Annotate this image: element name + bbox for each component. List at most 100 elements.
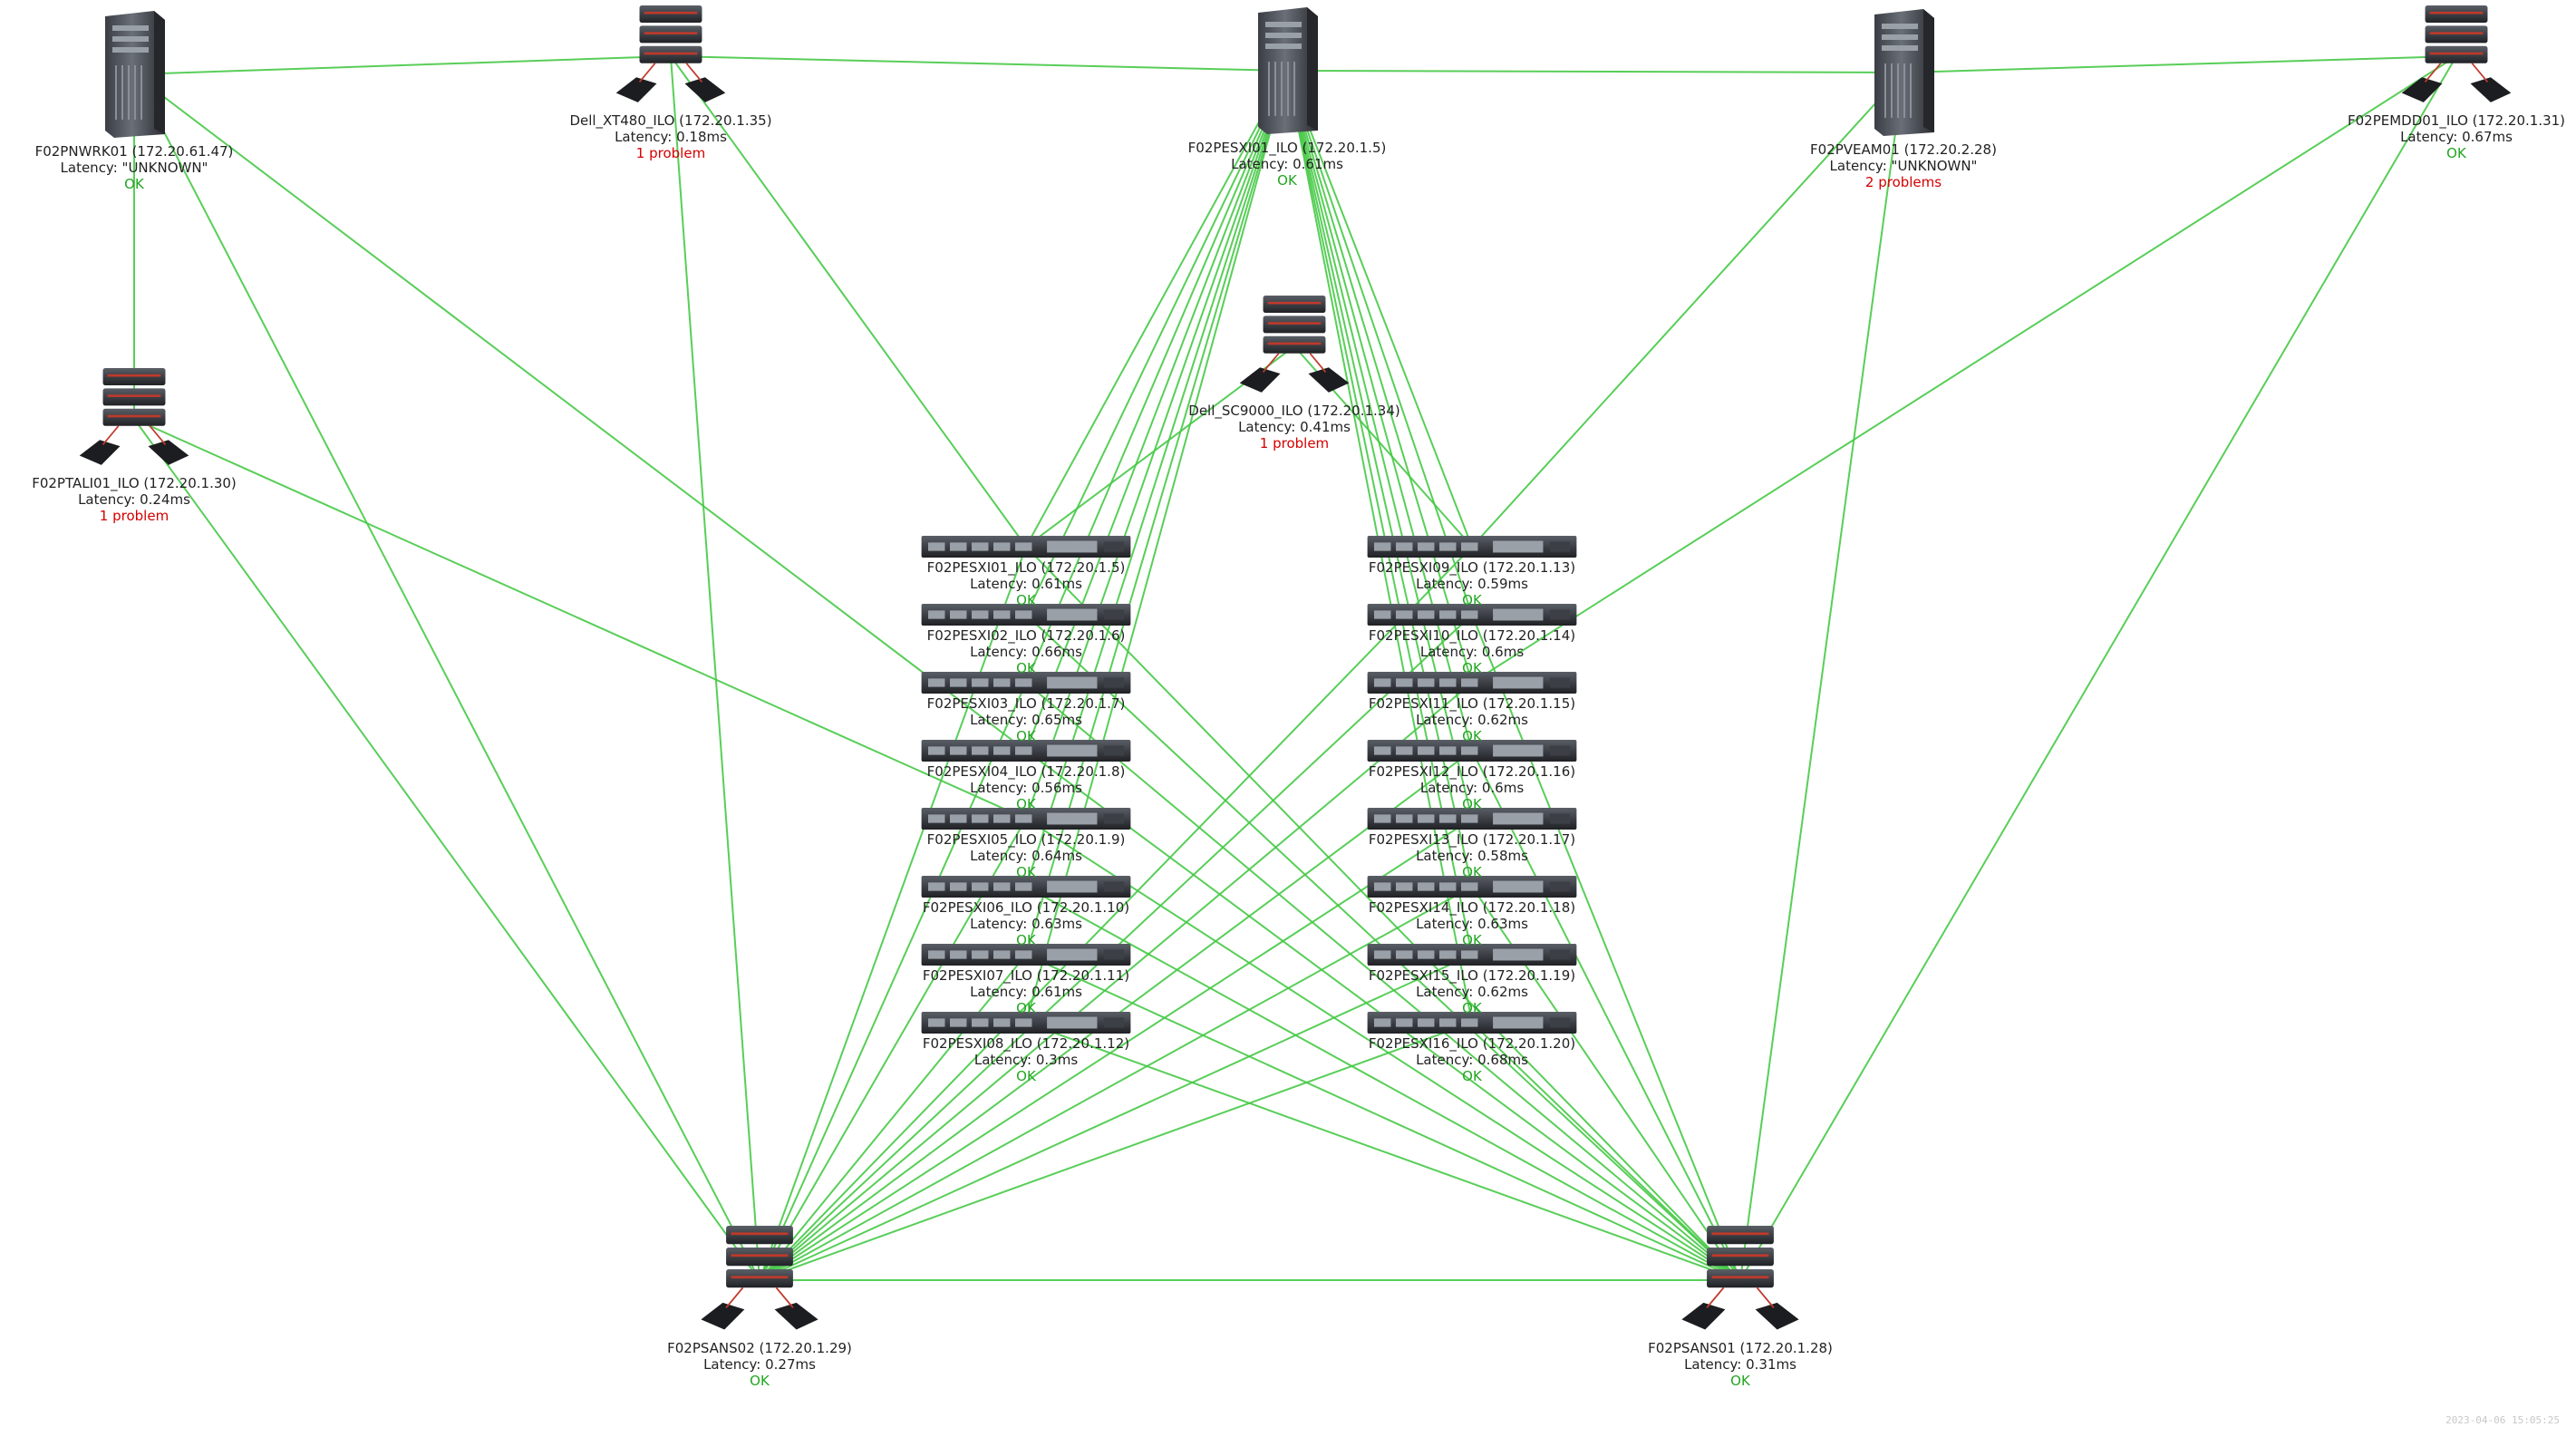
storage-array-icon[interactable] [78, 368, 190, 466]
link-tali-L4 [133, 418, 1027, 820]
node-status: OK [1462, 1068, 1482, 1084]
node-status: OK [1462, 864, 1482, 880]
tower-server-icon[interactable] [1873, 9, 1936, 136]
node-status: OK [1462, 728, 1482, 744]
node-latency: Latency: 0.56ms [970, 780, 1082, 796]
link-esxtop-veam [1286, 70, 1904, 73]
node-latency: Latency: 0.65ms [970, 712, 1082, 728]
node-latency: Latency: 0.61ms [970, 984, 1082, 1000]
node-label[interactable]: Dell_SC9000_ILO (172.20.1.34)Latency: 0.… [1188, 403, 1399, 451]
node-name: Dell_SC9000_ILO (172.20.1.34) [1188, 403, 1400, 419]
node-latency: Latency: 0.6ms [1419, 644, 1525, 660]
link-emdd-R2 [1471, 55, 2457, 684]
node-label[interactable]: F02PESXI12_ILO (172.20.1.16)Latency: 0.6… [1369, 763, 1575, 812]
node-status: OK [1277, 172, 1297, 189]
node-label[interactable]: F02PVEAM01 (172.20.2.28)Latency: "UNKNOW… [1810, 141, 1997, 190]
node-label[interactable]: F02PNWRK01 (172.20.61.47)Latency: "UNKNO… [35, 143, 234, 192]
node-name: F02PESXI10_ILO (172.20.1.14) [1368, 627, 1576, 644]
node-label[interactable]: F02PESXI02_ILO (172.20.1.6)Latency: 0.66… [927, 627, 1126, 676]
link-R7-sans01 [1471, 1022, 1741, 1281]
node-latency: Latency: 0.18ms [615, 129, 727, 145]
link-R6-sans02 [759, 954, 1473, 1281]
link-esxtop-R4 [1286, 70, 1473, 820]
node-latency: Latency: 0.6ms [1419, 780, 1525, 796]
storage-array-icon[interactable] [2400, 5, 2513, 103]
node-status: OK [1016, 728, 1036, 744]
node-label[interactable]: F02PESXI16_ILO (172.20.1.20)Latency: 0.6… [1369, 1035, 1575, 1084]
node-latency: Latency: 0.24ms [78, 491, 190, 508]
link-tali-sans02 [133, 418, 760, 1281]
link-esxtop-L7 [1025, 70, 1288, 1024]
timestamp: 2023-04-06 15:05:25 [2445, 1414, 2560, 1426]
node-name: F02PESXI01_ILO (172.20.1.5) [1187, 140, 1387, 156]
storage-array-icon[interactable] [1238, 296, 1351, 393]
node-latency: Latency: 0.59ms [1416, 576, 1528, 592]
node-status: OK [1016, 796, 1036, 812]
node-latency: Latency: 0.27ms [703, 1356, 816, 1373]
node-name: F02PESXI04_ILO (172.20.1.8) [926, 763, 1126, 780]
node-latency: Latency: 0.66ms [970, 644, 1082, 660]
node-name: F02PESXI09_ILO (172.20.1.13) [1368, 559, 1576, 576]
node-status: OK [1462, 796, 1482, 812]
node-latency: Latency: 0.62ms [1416, 712, 1528, 728]
node-name: F02PESXI06_ILO (172.20.1.10) [922, 899, 1130, 916]
node-label[interactable]: F02PESXI14_ILO (172.20.1.18)Latency: 0.6… [1369, 899, 1575, 948]
node-status: OK [1016, 932, 1036, 948]
node-label[interactable]: F02PESXI01_ILO (172.20.1.5)Latency: 0.61… [1188, 140, 1387, 189]
node-status: OK [1016, 660, 1036, 676]
tower-server-icon[interactable] [103, 11, 167, 138]
link-esxtop-L3 [1025, 70, 1288, 752]
node-name: F02PESXI14_ILO (172.20.1.18) [1368, 899, 1576, 916]
node-label[interactable]: F02PESXI05_ILO (172.20.1.9)Latency: 0.64… [927, 831, 1126, 880]
link-R2-sans02 [759, 682, 1473, 1281]
link-esxtop-L2 [1025, 70, 1288, 684]
link-xt480-L0 [670, 55, 1027, 548]
node-status: OK [1016, 592, 1036, 608]
node-name: F02PESXI08_ILO (172.20.1.12) [922, 1035, 1130, 1052]
node-latency: Latency: 0.41ms [1238, 419, 1351, 435]
blade-server-icon[interactable] [921, 536, 1131, 558]
node-name: F02PESXI07_ILO (172.20.1.11) [922, 967, 1130, 984]
node-label[interactable]: Dell_XT480_ILO (172.20.1.35)Latency: 0.1… [569, 112, 771, 161]
node-label[interactable]: F02PESXI10_ILO (172.20.1.14)Latency: 0.6… [1369, 627, 1575, 676]
node-label[interactable]: F02PEMDD01_ILO (172.20.1.31)Latency: 0.6… [2348, 112, 2565, 161]
node-label[interactable]: F02PESXI08_ILO (172.20.1.12)Latency: 0.3… [923, 1035, 1129, 1084]
tower-server-icon[interactable] [1256, 7, 1320, 134]
node-label[interactable]: F02PESXI03_ILO (172.20.1.7)Latency: 0.65… [927, 695, 1126, 744]
link-esxtop-R2 [1286, 70, 1473, 684]
node-label[interactable]: F02PESXI15_ILO (172.20.1.19)Latency: 0.6… [1369, 967, 1575, 1016]
node-status: OK [1016, 1000, 1036, 1016]
node-name: F02PESXI02_ILO (172.20.1.6) [926, 627, 1126, 644]
link-veam-sans01 [1739, 72, 1904, 1281]
node-label[interactable]: F02PESXI04_ILO (172.20.1.8)Latency: 0.56… [927, 763, 1126, 812]
node-label[interactable]: F02PESXI11_ILO (172.20.1.15)Latency: 0.6… [1369, 695, 1575, 744]
node-name: F02PTALI01_ILO (172.20.1.30) [32, 475, 237, 491]
node-label[interactable]: F02PESXI09_ILO (172.20.1.13)Latency: 0.5… [1369, 559, 1575, 608]
node-status: OK [1462, 660, 1482, 676]
node-latency: Latency: 0.58ms [1416, 848, 1528, 864]
storage-array-icon[interactable] [615, 5, 727, 103]
node-status: OK [1462, 932, 1482, 948]
node-label[interactable]: F02PTALI01_ILO (172.20.1.30)Latency: 0.2… [32, 475, 237, 524]
link-esxtop-R1 [1286, 70, 1473, 616]
node-label[interactable]: F02PESXI13_ILO (172.20.1.17)Latency: 0.5… [1369, 831, 1575, 880]
link-esxtop-R6 [1286, 70, 1473, 956]
node-latency: Latency: 0.63ms [1416, 916, 1528, 932]
node-label[interactable]: F02PESXI01_ILO (172.20.1.5)Latency: 0.61… [927, 559, 1126, 608]
node-name: F02PESXI03_ILO (172.20.1.7) [926, 695, 1126, 712]
link-xt480-esxtop [670, 55, 1288, 72]
node-latency: Latency: 0.3ms [973, 1052, 1079, 1068]
blade-server-icon[interactable] [1367, 536, 1577, 558]
node-latency: Latency: 0.67ms [2400, 129, 2513, 145]
node-name: F02PESXI05_ILO (172.20.1.9) [926, 831, 1126, 848]
node-name: F02PESXI11_ILO (172.20.1.15) [1368, 695, 1576, 712]
node-label[interactable]: F02PESXI07_ILO (172.20.1.11)Latency: 0.6… [923, 967, 1129, 1016]
node-label[interactable]: F02PESXI06_ILO (172.20.1.10)Latency: 0.6… [923, 899, 1129, 948]
link-R3-sans01 [1471, 750, 1741, 1281]
link-L7-sans01 [1025, 1022, 1741, 1281]
node-name: F02PNWRK01 (172.20.61.47) [34, 143, 234, 160]
node-name: Dell_XT480_ILO (172.20.1.35) [569, 112, 772, 129]
node-status: 1 problem [1259, 435, 1330, 451]
